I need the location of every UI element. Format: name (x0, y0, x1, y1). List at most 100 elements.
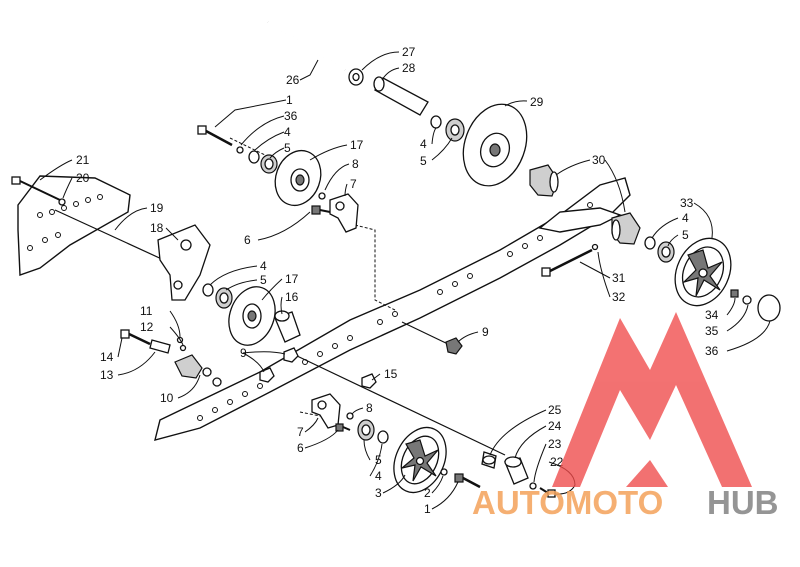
callout: 27 (402, 45, 416, 59)
callout: 1 (286, 93, 293, 107)
nut-15 (361, 373, 377, 389)
callout: 19 (150, 201, 164, 215)
spacer-5-mid (215, 287, 233, 309)
callout: 30 (592, 153, 606, 167)
mount-bracket-18 (157, 224, 211, 301)
washer-23 (529, 482, 537, 490)
callout: 34 (705, 308, 719, 322)
bolt-21 (11, 176, 61, 201)
callout: 6 (297, 441, 304, 455)
callout: 17 (285, 272, 299, 286)
callout: 21 (76, 153, 90, 167)
callout: 36 (705, 344, 719, 358)
callout-labels: 1 36 4 5 26 27 28 29 4 5 17 8 7 30 21 20… (76, 45, 719, 516)
callout: 23 (548, 437, 562, 451)
callout: 4 (375, 469, 382, 483)
callout: 7 (297, 425, 304, 439)
callout: 4 (682, 211, 689, 225)
callout: 5 (375, 453, 382, 467)
bearing-4-right (644, 236, 656, 250)
callout: 35 (705, 324, 719, 338)
callout: 12 (140, 320, 154, 334)
washer-36-upper (236, 146, 244, 154)
axle-bracket-7-lower (311, 393, 341, 429)
callout: 9 (482, 325, 489, 339)
shaft-26-inner (267, 21, 346, 71)
callout: 36 (284, 109, 298, 123)
callout: 4 (260, 259, 267, 273)
callout: 16 (285, 290, 299, 304)
washer-8-lower (346, 412, 354, 420)
shaft-rear-upper (401, 321, 451, 346)
bearing-4-upper (248, 150, 260, 164)
left-slide-rail (17, 175, 131, 276)
spacer-5-upper (260, 154, 278, 174)
bushing-16 (274, 310, 301, 343)
callout: 32 (612, 290, 626, 304)
callout: 11 (140, 304, 153, 318)
axle-bracket-7-upper (329, 193, 359, 233)
callout: 5 (260, 273, 267, 287)
callout: 8 (366, 401, 373, 415)
idler-wheel-17-upper (274, 149, 322, 207)
bolt-22 (539, 487, 556, 498)
callout: 18 (150, 221, 164, 235)
axle-cap-30-lower (611, 212, 641, 245)
callout: 22 (550, 455, 564, 469)
callout: 26 (286, 73, 300, 87)
washer-2-lower (440, 468, 448, 476)
watermark-word-hub: HUB (707, 484, 779, 521)
idler-wheel-29 (462, 103, 528, 187)
callout: 33 (680, 196, 694, 210)
bolt-14 (120, 329, 151, 346)
callout: 5 (284, 141, 291, 155)
callout: 25 (548, 403, 562, 417)
watermark-mark-icon (552, 312, 752, 487)
idler-wheel-17-lower (228, 286, 276, 346)
washer-8-upper (318, 192, 326, 200)
callout: 13 (100, 368, 114, 382)
bolt-1-upper (197, 125, 233, 147)
callout: 7 (350, 177, 357, 191)
callout: 24 (548, 419, 562, 433)
bolt-34 (730, 289, 739, 298)
callout: 3 (375, 486, 382, 500)
sleeve-28 (373, 76, 429, 116)
bearing-4-mid (202, 283, 214, 297)
washer-20 (58, 198, 66, 206)
callout: 2 (424, 486, 431, 500)
spacer-5-center (445, 118, 465, 142)
idler-wheel-33 (674, 237, 732, 307)
callout: 4 (420, 137, 427, 151)
spacer-5-lower (357, 419, 375, 441)
axle-cap-30-upper (529, 164, 559, 197)
bolt-1-lower (454, 473, 481, 489)
callout: 17 (350, 138, 364, 152)
spacer-5-right (657, 241, 675, 263)
leader-lines (39, 51, 771, 510)
callout: 20 (76, 171, 90, 185)
part-12 (179, 344, 187, 352)
bolt-6-lower (335, 423, 351, 432)
dust-cap-36 (757, 294, 781, 322)
callout: 6 (244, 233, 251, 247)
callout: 1 (424, 502, 431, 516)
washer-32 (591, 243, 599, 251)
bushing-24 (504, 456, 529, 485)
callout: 8 (352, 157, 359, 171)
callout: 4 (284, 125, 291, 139)
watermark-logo (552, 312, 752, 487)
bolt-6-upper (311, 205, 331, 215)
link-10 (174, 354, 222, 387)
washer-35 (742, 295, 752, 305)
callout: 28 (402, 61, 416, 75)
shaft-rear-lower (294, 354, 506, 456)
idler-wheel-3 (393, 426, 447, 494)
callout: 5 (682, 228, 689, 242)
spacer-25 (481, 451, 497, 469)
callout: 31 (612, 271, 626, 285)
bearing-4-lower (377, 430, 389, 444)
bearing-4-center (430, 115, 442, 129)
sleeve-13 (149, 339, 171, 354)
